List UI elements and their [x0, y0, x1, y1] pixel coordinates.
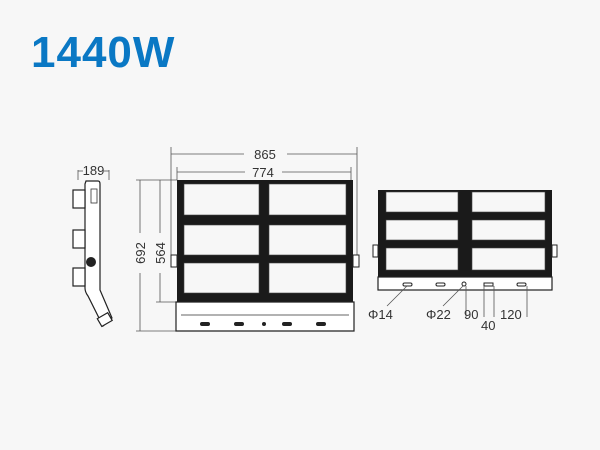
- frame-height-label: 564: [153, 242, 168, 264]
- side-view: 189: [72, 163, 114, 328]
- product-title: 1440W: [31, 28, 176, 77]
- rear-view: Φ14 Φ22 90 40 120: [368, 190, 558, 333]
- overall-height-label: 692: [133, 242, 148, 264]
- callout-120: 120: [500, 307, 522, 322]
- callout-hole-22: Φ22: [426, 307, 451, 322]
- callout-90: 90: [464, 307, 478, 322]
- callout-40: 40: [481, 318, 495, 333]
- overall-width-label: 865: [254, 147, 276, 162]
- side-depth-label: 189: [83, 163, 105, 178]
- callout-hole-14: Φ14: [368, 307, 393, 322]
- frame-width-label: 774: [252, 165, 274, 180]
- front-view: 865 774 692 564: [133, 147, 360, 332]
